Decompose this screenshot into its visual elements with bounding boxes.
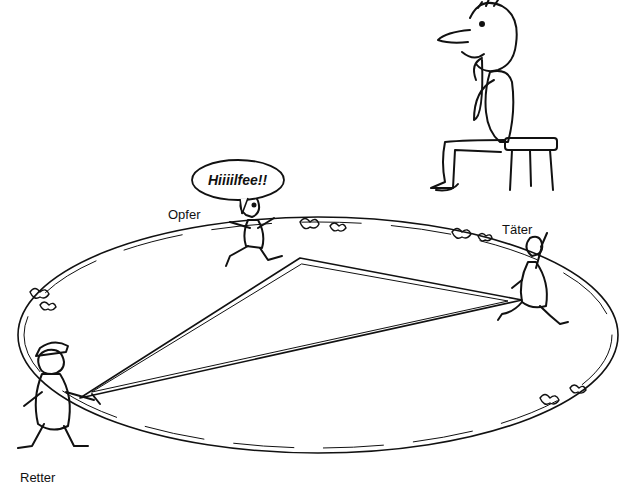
triangle	[80, 258, 522, 398]
orbit-inner	[24, 222, 612, 448]
victim-figure	[226, 195, 282, 266]
orbit	[18, 217, 618, 453]
dust-clouds	[30, 219, 586, 405]
observer-figure	[431, 0, 557, 190]
perpetrator-figure	[498, 233, 568, 324]
role-label: Retter	[20, 470, 55, 485]
speech-bubble: Hiiiilfee!!	[190, 158, 286, 202]
triangle-inner	[92, 264, 508, 392]
role-label: Täter	[502, 222, 532, 237]
role-label: Opfer	[168, 207, 201, 222]
rescuer-figure	[18, 342, 100, 448]
bubble-text: Hiiiilfee!!	[208, 172, 268, 188]
